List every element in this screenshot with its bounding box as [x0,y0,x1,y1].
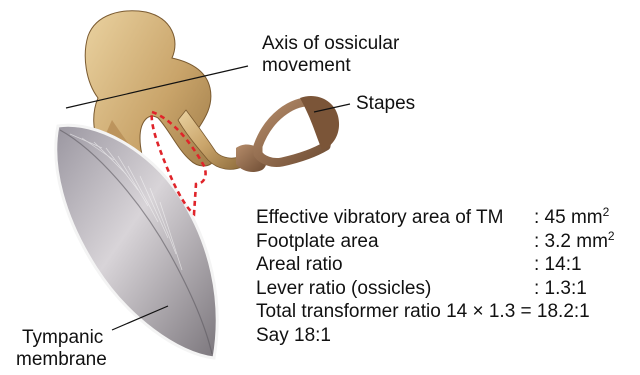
fact-value: : 45 mm2 [534,206,609,230]
fact-total: Total transformer ratio 14 × 1.3 = 18.2:… [256,300,590,324]
stapes-bone [236,96,339,172]
tympanic-label-line1: Tympanic [22,327,103,349]
fact-key: Effective vibratory area of TM [256,206,503,230]
axis-label-line1: Axis of ossicular [262,33,399,55]
fact-summary: Say 18:1 [256,324,331,348]
fact-value: : 3.2 mm2 [534,230,615,254]
fact-key: Lever ratio (ossicles) [256,277,431,301]
fact-key: Footplate area [256,230,379,254]
axis-label-line2: movement [262,55,351,77]
stapes-label: Stapes [356,93,415,115]
tympanic-label-line2: membrane [16,349,107,371]
fact-value: : 1.3:1 [534,277,587,301]
fact-value: : 14:1 [534,253,582,277]
fact-key: Areal ratio [256,253,343,277]
